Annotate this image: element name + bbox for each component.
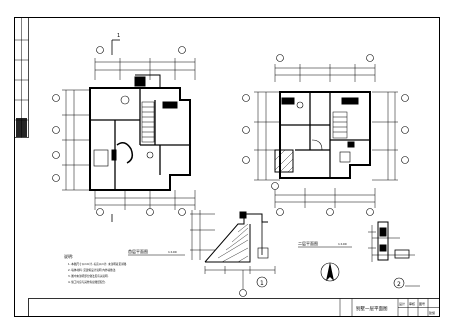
notes-title: 说明: — [64, 253, 73, 259]
plan-right-interior-walls — [280, 92, 370, 178]
plan-left-porch — [135, 74, 161, 88]
section-marker: 1 — [117, 33, 120, 39]
detail-bubble-1 — [256, 276, 268, 288]
section-line-1 — [111, 39, 120, 222]
note-line: 2. 墙体材料: 见建筑设计说明 内外墙做法. — [68, 268, 116, 272]
binding-fill — [16, 118, 27, 137]
plan-left-dim-top — [94, 58, 196, 80]
plan-left-dark-block — [162, 101, 178, 109]
detail-bubble-2 — [393, 277, 405, 289]
plan-right-door-arc — [311, 139, 323, 151]
plan-left-fixture — [146, 151, 154, 159]
plan-left-exterior-wall — [89, 87, 191, 191]
plan-left-porch-fill — [134, 76, 146, 87]
title-block-cell: 设计 — [399, 301, 405, 306]
plan-right-dark-block — [341, 97, 359, 105]
plan-left-axis-bubbles — [52, 46, 186, 216]
title-block-dividers — [339, 298, 440, 317]
plan-left-dim-bottom — [94, 190, 196, 210]
plan-right-axis-bubbles — [242, 54, 409, 216]
title-block-cell: 图号 — [419, 301, 425, 306]
plan-right-exterior-wall — [279, 91, 371, 179]
plan-left-stair — [141, 101, 155, 143]
note-line: 1. 本图尺寸以mm计, 标高以m计, 未注明者见详图. — [68, 262, 127, 266]
note-line: 3. 图中未注明部分做法见有关说明. — [68, 274, 109, 278]
stair-landing-block — [239, 211, 247, 219]
plan-left-curved-wall — [116, 142, 134, 164]
plan-right-fixture — [296, 101, 304, 109]
plan-right-dim-bottom — [274, 188, 376, 208]
plan-right-balcony-hatch — [274, 149, 294, 173]
plan-left-caption: 首层平面图 — [128, 248, 148, 254]
plan-right-stair — [332, 111, 348, 139]
plan-right-dark-block — [281, 97, 295, 105]
plan-right-scale: 1:100 — [338, 242, 347, 246]
detail-bubble-a — [239, 289, 247, 297]
title-block-cell: 审核 — [409, 301, 415, 306]
detail-label-1: 1 — [260, 280, 264, 287]
plan-left-scale: 1:100 — [168, 250, 177, 254]
plan-left — [62, 39, 196, 222]
plan-right-dim-right — [372, 91, 398, 181]
title-block-drawing-name: 别墅一层平面图 — [356, 305, 388, 312]
plan-right-dark-block — [347, 141, 355, 148]
plan-left-fixture — [93, 149, 109, 167]
stair-slab — [205, 224, 251, 263]
plan-right-dim-left — [254, 91, 280, 181]
stair-hatch — [217, 223, 249, 263]
plan-right-dim-top — [274, 64, 376, 82]
note-line: 4. 施工时应与其他专业图纸配合. — [68, 280, 106, 284]
plan-left-dim-left — [62, 89, 90, 191]
wall-detail — [368, 221, 415, 262]
stair-detail — [190, 210, 276, 274]
plan-left-interior-walls — [90, 88, 190, 190]
plan-right-fixture — [339, 151, 351, 163]
plan-left-fixture — [120, 95, 130, 105]
plan-left-dark-block — [111, 149, 117, 161]
north-arrow-icon — [320, 262, 340, 282]
plan-right-balcony — [274, 149, 294, 173]
plan-right-caption: 二层平面图 — [298, 240, 318, 246]
detail-label-2: 2 — [397, 281, 401, 288]
plan-right — [254, 64, 398, 208]
title-block-cell: 建施 — [429, 310, 435, 315]
